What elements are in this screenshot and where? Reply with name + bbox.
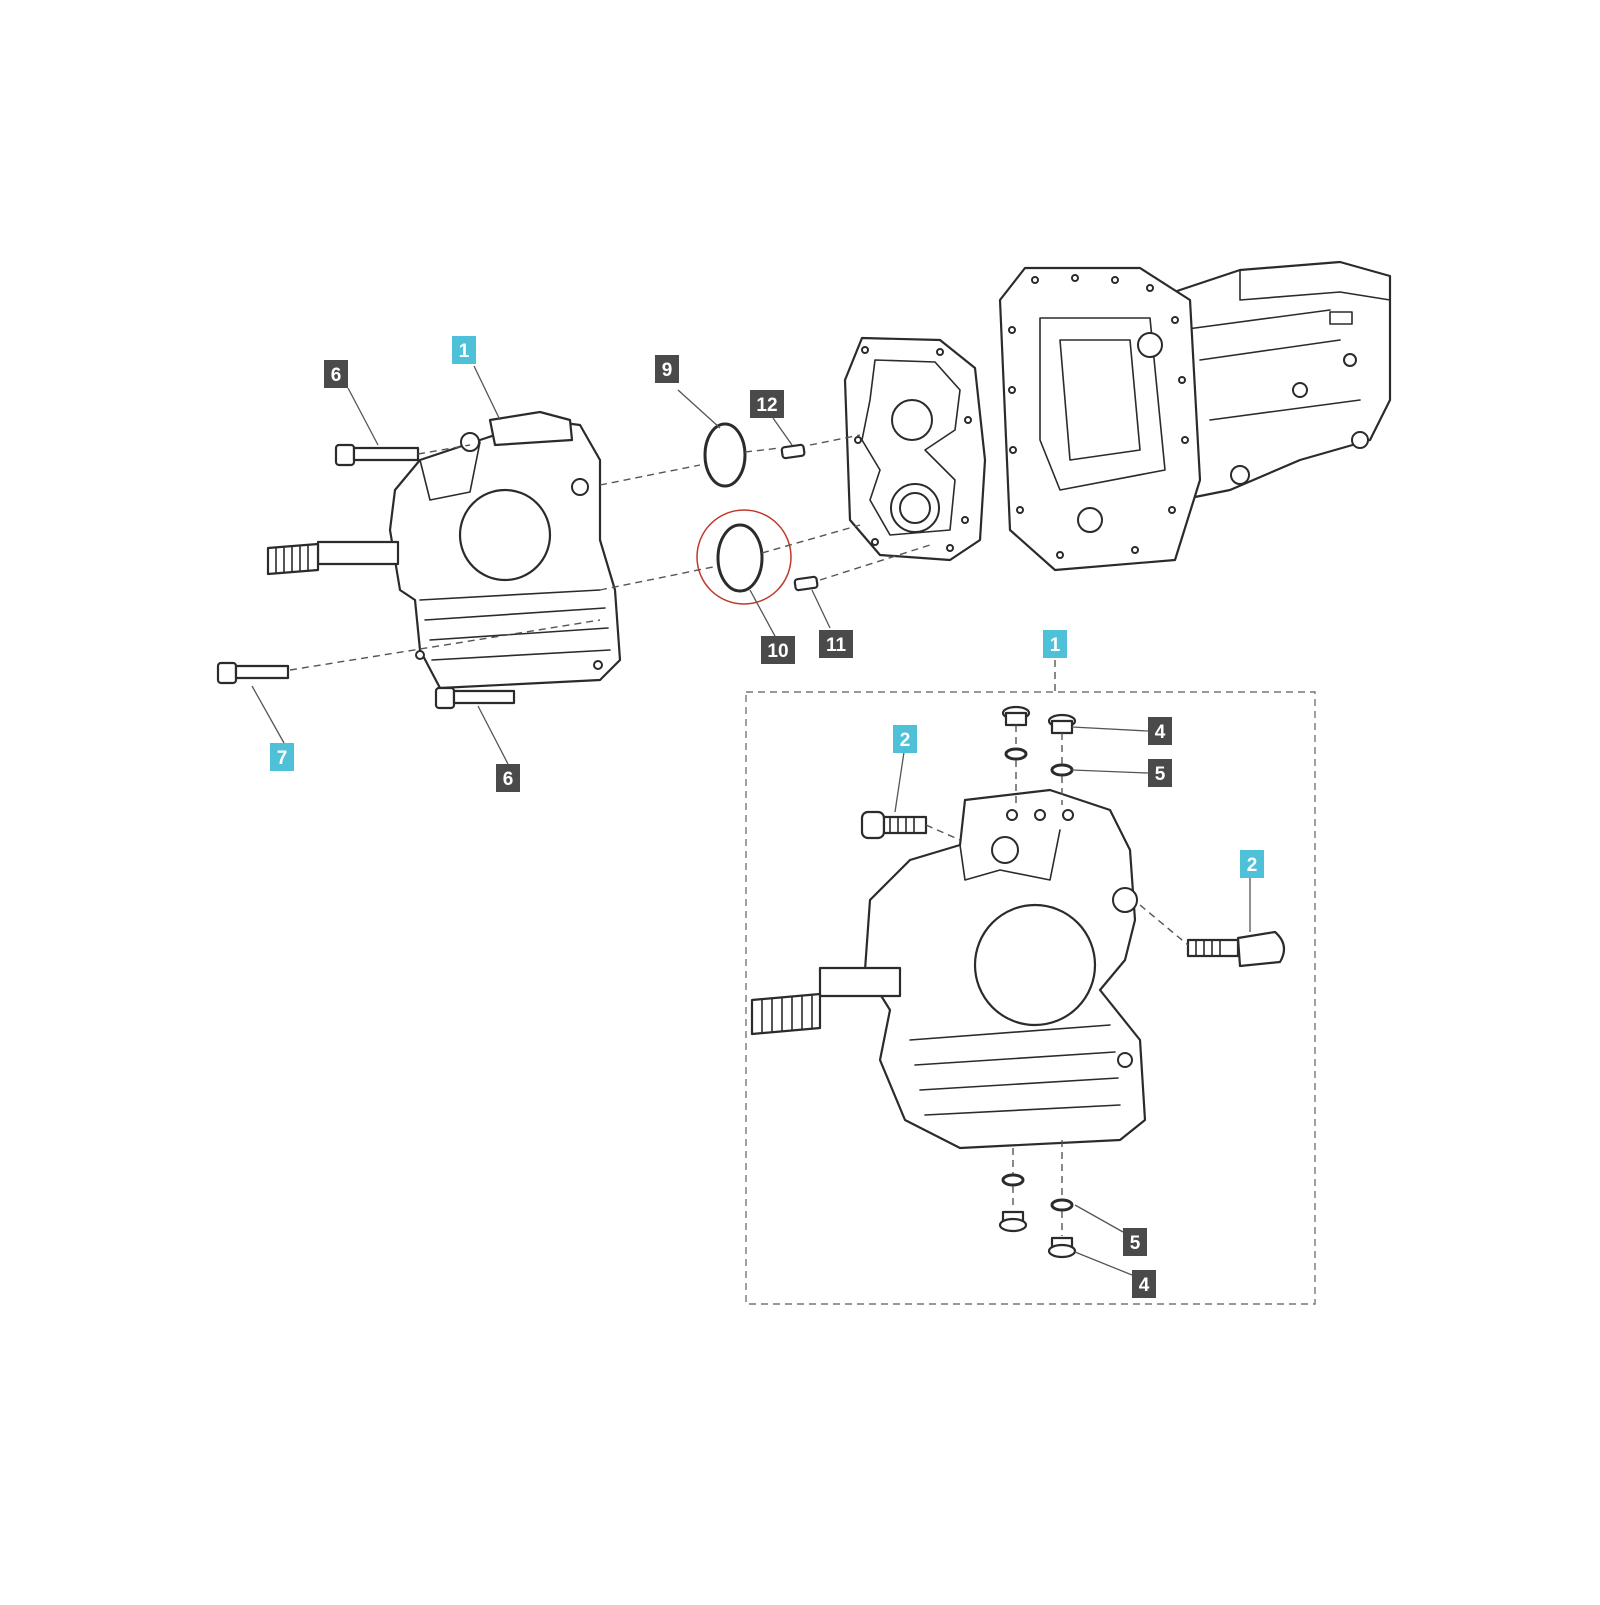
bolt-7 [216,661,290,685]
callout-box [1132,1270,1156,1298]
callout-box [1043,630,1067,658]
callout-box [761,636,795,664]
washer-5-top-left [1004,747,1028,761]
callout-box [496,764,520,792]
callout-label: 7 [277,748,288,769]
callout-5-top[interactable]: 5 [1148,759,1172,787]
callout-label: 1 [459,341,470,362]
assembly-line-bolt-top [417,444,471,455]
callout-label: 11 [826,635,847,656]
callout-5-bottom[interactable]: 5 [1123,1228,1147,1256]
callout-2-right[interactable]: 2 [1240,850,1264,878]
valve-2-left [860,810,928,840]
callout-4-bottom[interactable]: 4 [1132,1270,1156,1298]
assembly-line-lower [289,544,931,671]
plug-4-top-right [1047,713,1077,735]
callout-label: 5 [1130,1233,1141,1254]
callout-box [324,360,348,388]
callout-box [452,336,476,364]
callout-label: 12 [756,395,777,416]
callout-box [270,743,294,771]
assembly-line-middle [599,524,861,591]
washer-5-bottom-right [1050,1198,1074,1212]
detail-line-valve-left [925,824,961,841]
callout-10[interactable]: 10 [761,636,795,664]
plug-4-top-left [1001,705,1031,727]
bolt-6-top [334,443,420,467]
callout-label: 6 [503,769,514,790]
callout-label: 6 [331,365,342,386]
callout-1-detail[interactable]: 1 [1043,630,1067,658]
callout-6-top[interactable]: 6 [324,360,348,388]
callout-box [1148,759,1172,787]
callout-box [893,725,917,753]
detail-frame [745,691,1316,1305]
leader-lines [251,365,1251,1276]
gearbox-exploded [266,410,622,690]
o-ring-10 [716,523,764,593]
bolt-6-bottom [434,686,516,710]
callout-12[interactable]: 12 [750,390,784,418]
callout-box [819,630,853,658]
gearbox-detail [750,788,1147,1150]
highlight-circle [696,509,792,605]
callout-11[interactable]: 11 [819,630,853,658]
washer-5-top-right [1050,763,1074,777]
callout-label: 2 [1247,855,1258,876]
callout-1-top[interactable]: 1 [452,336,476,364]
dowel-pin-11 [793,575,819,592]
o-ring-9 [703,422,747,488]
callout-label: 4 [1139,1275,1150,1296]
valve-2-right [1186,930,1286,968]
callout-2-left[interactable]: 2 [893,725,917,753]
callout-7[interactable]: 7 [270,743,294,771]
detail-line-valve-right [1139,904,1189,946]
callout-box [1240,850,1264,878]
callout-label: 1 [1050,635,1061,656]
dowel-pin-12 [780,443,806,460]
transmission-housing [998,260,1392,572]
callout-9[interactable]: 9 [655,355,679,383]
callout-label: 5 [1155,764,1166,785]
callout-6-bottom[interactable]: 6 [496,764,520,792]
callout-box [750,390,784,418]
assembly-line-upper [599,434,861,486]
plug-4-bottom-right [1047,1236,1077,1259]
callout-label: 9 [662,360,673,381]
callout-label: 2 [900,730,911,751]
plug-4-bottom-left [998,1210,1028,1233]
callout-box [1123,1228,1147,1256]
washer-5-bottom-left [1001,1173,1025,1187]
adapter-plate [843,336,987,562]
callout-label: 4 [1155,722,1166,743]
callout-box [655,355,679,383]
callout-box [1148,717,1172,745]
callout-4-top[interactable]: 4 [1148,717,1172,745]
callout-label: 10 [767,641,788,662]
